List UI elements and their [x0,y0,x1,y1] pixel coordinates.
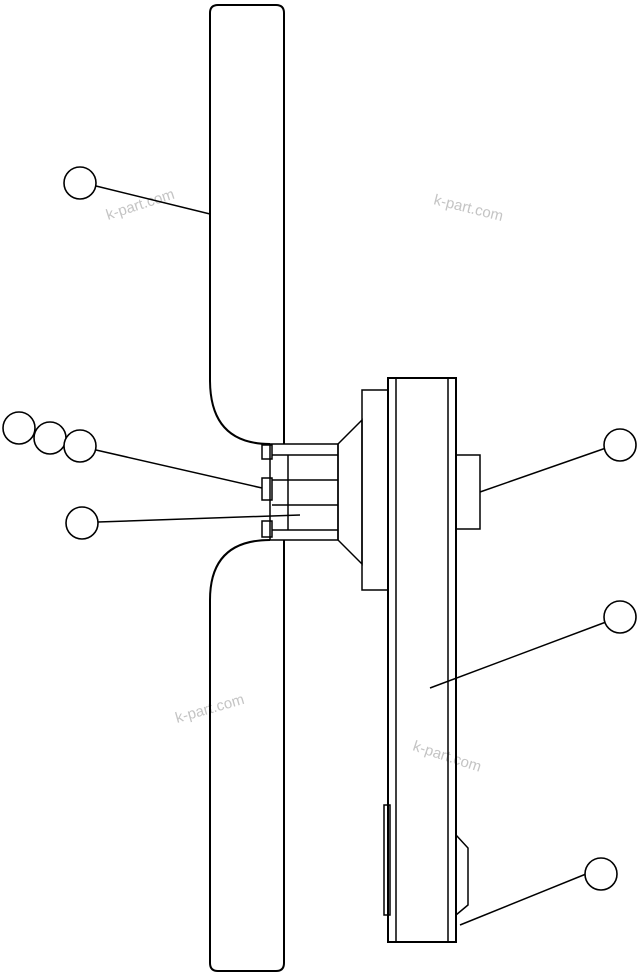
callout-8[interactable] [584,857,618,891]
upper-tube-flare [209,379,271,445]
lower-tube-flare [209,539,271,601]
leader-lines [95,185,607,926]
callout-7[interactable] [603,600,637,634]
callout-4[interactable] [63,429,97,463]
callout-3[interactable] [33,421,67,455]
callout-6[interactable] [603,428,637,462]
callout-1[interactable] [63,166,97,200]
callout-2[interactable] [2,411,36,445]
watermark-2: k-part.com [432,191,505,225]
pulley-arm [383,377,481,943]
watermark-1: k-part.com [104,186,177,224]
watermark-4: k-part.com [411,738,484,776]
callout-5[interactable] [65,506,99,540]
upper-tube [209,4,285,444]
lower-tube [209,540,285,972]
hub-assembly [261,389,389,591]
